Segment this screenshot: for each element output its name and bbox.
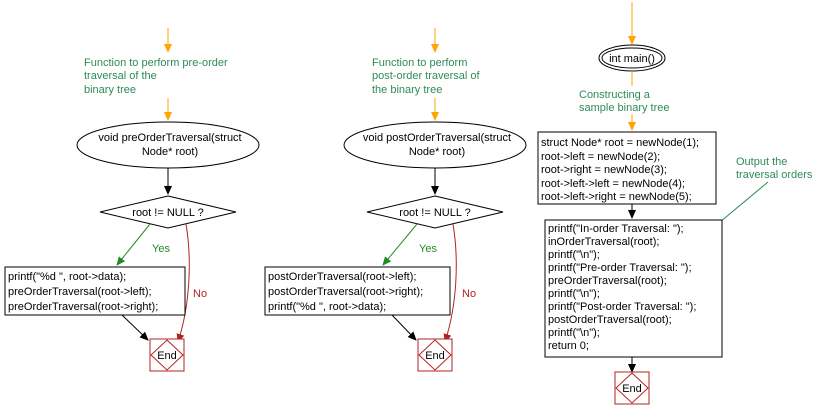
decision-label: root != NULL ? — [132, 207, 203, 219]
flow-postorder: Function to perform post-order traversal… — [264, 28, 527, 372]
process-box — [264, 266, 451, 316]
start-node-label: void preOrderTraversal(struct — [98, 132, 241, 144]
note-line: the binary tree — [372, 84, 442, 96]
output-line: printf("\n"); — [548, 327, 600, 339]
output-line: preOrderTraversal(root); — [548, 275, 667, 287]
note-line: Constructing a — [579, 89, 651, 101]
end-node-label: End — [157, 350, 177, 362]
yes-branch-arrow — [116, 223, 151, 266]
note-line: traversal orders — [736, 169, 813, 181]
no-branch-arrow — [443, 223, 457, 343]
end-node — [149, 338, 185, 372]
start-node — [343, 121, 527, 169]
note-line: sample binary tree — [579, 102, 670, 114]
end-node-label: End — [425, 350, 445, 362]
process-line: preOrderTraversal(root->right); — [8, 301, 158, 313]
main-start-label: int main() — [609, 53, 655, 65]
init-line: root->left->left = newNode(4); — [541, 178, 685, 190]
yes-label: Yes — [419, 243, 437, 255]
init-line: root->left = newNode(2); — [541, 151, 660, 163]
process-line: printf("%d ", root->data); — [8, 271, 126, 283]
start-node-label: Node* root) — [409, 146, 465, 158]
output-line: printf("Post-order Traversal: "); — [548, 301, 696, 313]
init-line: root->left->right = newNode(5); — [541, 191, 692, 203]
init-line: struct Node* root = newNode(1); — [541, 137, 699, 149]
output-line: postOrderTraversal(root); — [548, 314, 672, 326]
yes-label: Yes — [152, 243, 170, 255]
main-start-node-inner — [601, 47, 663, 69]
end-node-label: End — [622, 383, 642, 395]
no-branch-arrow — [176, 223, 190, 343]
note-line: traversal of the — [84, 70, 157, 82]
start-node-label: void postOrderTraversal(struct — [363, 132, 511, 144]
flow-main: int main() Constructing a sample binary … — [537, 2, 813, 405]
init-box — [537, 131, 717, 205]
init-line: root->right = newNode(3); — [541, 164, 667, 176]
start-node — [76, 121, 260, 169]
decision-node — [99, 195, 237, 229]
arrow-to-end — [391, 314, 417, 341]
note-line: Function to perform — [372, 57, 467, 69]
no-label: No — [193, 288, 207, 300]
output-line: printf("\n"); — [548, 249, 600, 261]
decision-label: root != NULL ? — [399, 207, 470, 219]
process-box — [4, 266, 186, 316]
process-line: preOrderTraversal(root->left); — [8, 286, 152, 298]
note-line: binary tree — [84, 84, 136, 96]
note-line: post-order traversal of — [372, 70, 481, 82]
note-line: Function to perform pre-order — [84, 57, 228, 69]
start-node-label: Node* root) — [142, 146, 198, 158]
output-line: printf("Pre-order Traversal: "); — [548, 262, 692, 274]
end-node-diamond — [615, 372, 649, 404]
end-node-diamond — [150, 339, 184, 371]
arrow-to-end — [121, 314, 149, 341]
end-node-diamond — [418, 339, 452, 371]
output-line: printf("\n"); — [548, 288, 600, 300]
decision-node — [366, 195, 504, 229]
output-line: printf("In-order Traversal: "); — [548, 223, 684, 235]
output-line: inOrderTraversal(root); — [548, 236, 659, 248]
output-box — [544, 219, 723, 358]
yes-branch-arrow — [382, 223, 418, 266]
no-label: No — [462, 288, 476, 300]
note-line: Output the — [736, 156, 787, 168]
process-line: postOrderTraversal(root->left); — [268, 271, 416, 283]
flow-preorder: Function to perform pre-order traversal … — [4, 28, 260, 372]
end-node — [614, 371, 650, 405]
process-line: printf("%d ", root->data); — [268, 301, 386, 313]
end-node — [417, 338, 453, 372]
output-line: return 0; — [548, 340, 589, 352]
process-line: postOrderTraversal(root->right); — [268, 286, 423, 298]
